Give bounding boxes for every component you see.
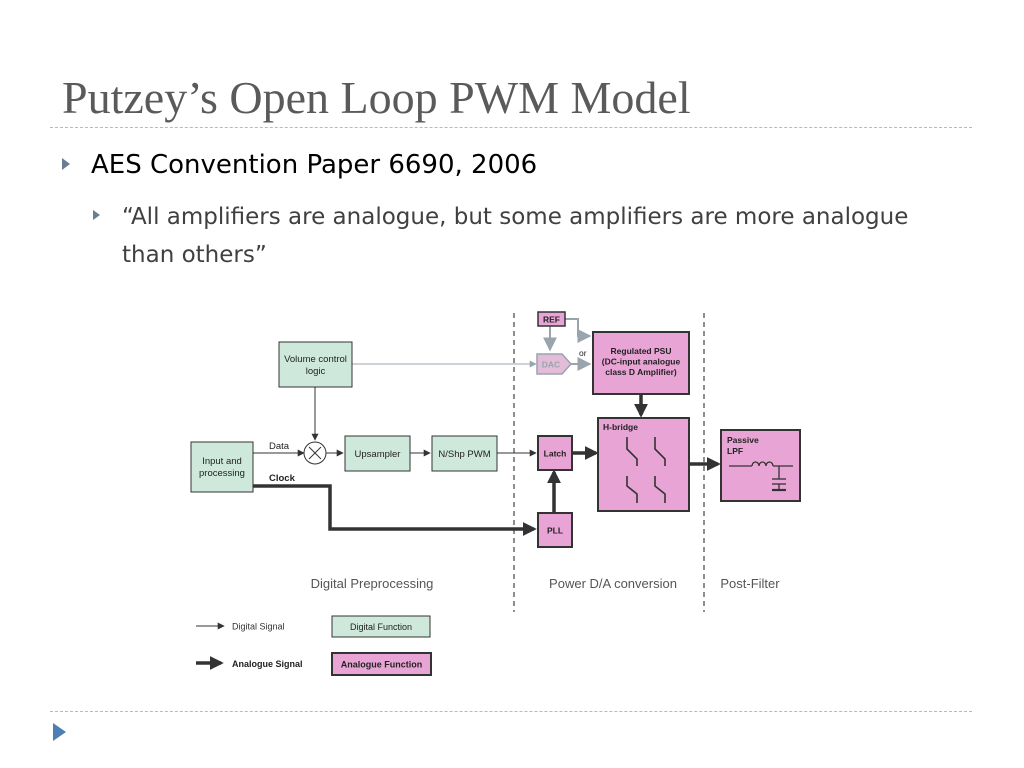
ref-block: REF — [537, 311, 566, 327]
legend: Digital Signal Digital Function Analogue… — [196, 615, 432, 676]
switch-icon — [626, 437, 666, 503]
legend-analogue-function-swatch — [331, 652, 432, 676]
psu-label-line1: Regulated PSU — [611, 346, 672, 356]
legend-analogue-signal-label: Analogue Signal — [232, 659, 303, 669]
slide-title: Putzey’s Open Loop PWM Model — [62, 72, 691, 123]
legend-digital-function-label: Digital Function — [350, 622, 412, 632]
upsampler-block: Upsampler — [344, 435, 411, 472]
h-bridge-label: H-bridge — [603, 422, 638, 432]
dac-block: DAC — [536, 353, 573, 375]
bullet-arrow-icon — [62, 158, 70, 170]
nshp-pwm-label: N/Shp PWM — [438, 449, 490, 460]
multiplier-node — [303, 441, 327, 465]
ref-to-psu-line — [565, 318, 592, 343]
psu-label-line2: (DC-input analogue — [602, 357, 681, 367]
section-power-label: Power D/A conversion — [549, 576, 677, 591]
legend-digital-function-swatch — [331, 615, 431, 638]
nshp-pwm-block: N/Shp PWM — [431, 435, 498, 472]
latch-block: Latch — [537, 435, 573, 471]
input-label-line1: Input and — [202, 456, 242, 467]
clock-signal-line — [253, 484, 537, 536]
upsampler-label: Upsampler — [355, 449, 401, 460]
section-post-label: Post-Filter — [720, 576, 780, 591]
lpf-label-line2: LPF — [727, 446, 743, 456]
lpf-label-line1: Passive — [727, 435, 759, 445]
or-label: or — [579, 348, 587, 358]
volume-label-line1: Volume control — [284, 354, 347, 365]
clock-label: Clock — [269, 473, 296, 484]
input-label-line2: processing — [199, 468, 245, 479]
section-digital-label: Digital Preprocessing — [311, 576, 434, 591]
footer-divider — [50, 711, 972, 712]
volume-label-line2: logic — [306, 366, 326, 377]
bullet-level2: “All amplifiers are analogue, but some a… — [93, 198, 922, 274]
quote-text: “All amplifiers are analogue, but some a… — [122, 204, 909, 268]
legend-digital-signal-label: Digital Signal — [232, 622, 285, 632]
dac-label: DAC — [542, 360, 560, 370]
latch-label: Latch — [544, 449, 567, 459]
volume-control-block: Volume control logic — [278, 341, 353, 388]
data-label: Data — [269, 441, 290, 452]
bullet-level1: AES Convention Paper 6690, 2006 — [62, 148, 537, 182]
title-divider — [50, 127, 972, 128]
slide-nav-arrow-icon — [53, 723, 66, 741]
pll-block: PLL — [537, 512, 573, 548]
inductor-capacitor-icon — [729, 461, 793, 492]
bullet-text: AES Convention Paper 6690, 2006 — [91, 150, 538, 180]
ref-label: REF — [543, 315, 560, 325]
h-bridge-block: H-bridge — [597, 417, 690, 512]
pll-label: PLL — [547, 526, 563, 536]
input-processing-block: Input and processing — [190, 441, 254, 493]
psu-label-line3: class D Amplifier) — [605, 367, 677, 377]
pwm-block-diagram: Data Clock or Volume control logic Input… — [190, 311, 801, 676]
regulated-psu-block: Regulated PSU (DC-input analogue class D… — [592, 331, 690, 395]
legend-analogue-function-label: Analogue Function — [341, 660, 423, 670]
passive-lpf-block: Passive LPF — [720, 429, 801, 502]
bullet-arrow-icon — [93, 210, 100, 220]
